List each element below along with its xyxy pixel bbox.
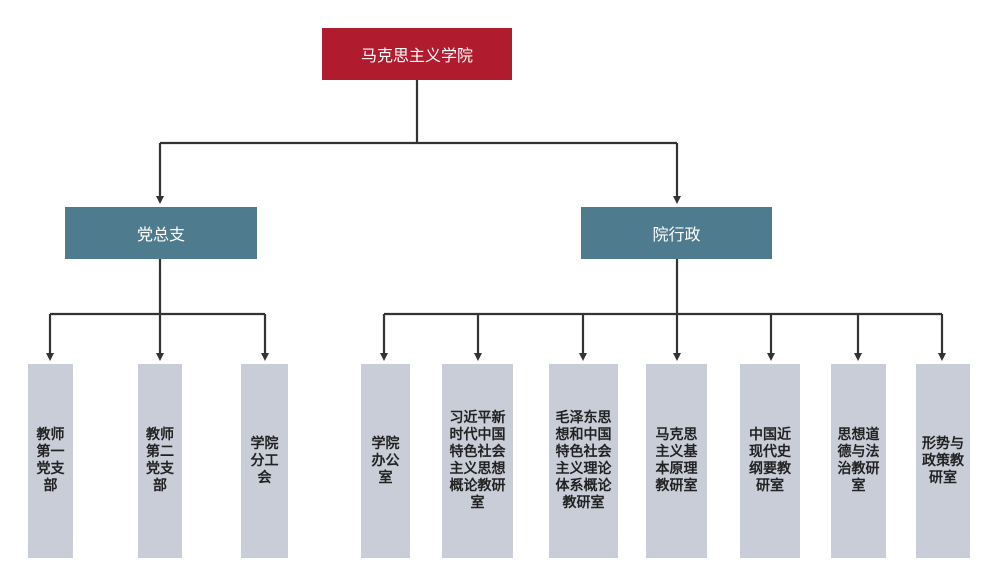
leaf-xi-thought: 习近平新时代中国特色社会主义思想概论教研室 xyxy=(442,364,513,558)
leaf-label: 习近平新时代中国特色社会主义思想概论教研室 xyxy=(449,410,506,511)
branch-party-label: 党总支 xyxy=(136,225,185,244)
leaf-label: 教师第一党支部 xyxy=(36,427,65,494)
leaf-label: 学院办公室 xyxy=(371,435,400,486)
leaf-office: 学院办公室 xyxy=(361,364,410,558)
branch-admin: 院行政 xyxy=(581,207,772,259)
branch-admin-label: 院行政 xyxy=(652,225,701,244)
leaf-mao-thought: 毛泽东思想和中国特色社会主义理论体系概论教研室 xyxy=(549,364,618,558)
leaf-party-branch-2: 教师第二党支部 xyxy=(138,364,182,558)
leaf-label: 教师第二党支部 xyxy=(146,427,174,494)
leaf-label: 中国近现代史纲要教研室 xyxy=(749,427,791,494)
leaf-modern-history: 中国近现代史纲要教研室 xyxy=(740,364,800,558)
leaf-morality-law: 思想道德与法治教研室 xyxy=(831,364,886,558)
leaf-union: 学院分工会 xyxy=(241,364,288,558)
leaf-label: 形势与政策教研室 xyxy=(922,435,964,486)
leaf-policy: 形势与政策教研室 xyxy=(916,364,970,558)
root-label: 马克思主义学院 xyxy=(360,46,473,65)
leaf-label: 毛泽东思想和中国特色社会主义理论体系概论教研室 xyxy=(555,410,612,511)
leaf-label: 思想道德与法治教研室 xyxy=(837,427,880,494)
leaf-label: 学院分工会 xyxy=(250,435,279,486)
root-node: 马克思主义学院 xyxy=(322,28,512,80)
leaf-label: 马克思主义基本原理教研室 xyxy=(655,427,698,494)
leaf-marxism-principles: 马克思主义基本原理教研室 xyxy=(646,364,707,558)
branch-party: 党总支 xyxy=(65,207,257,259)
leaf-party-branch-1: 教师第一党支部 xyxy=(28,364,73,558)
